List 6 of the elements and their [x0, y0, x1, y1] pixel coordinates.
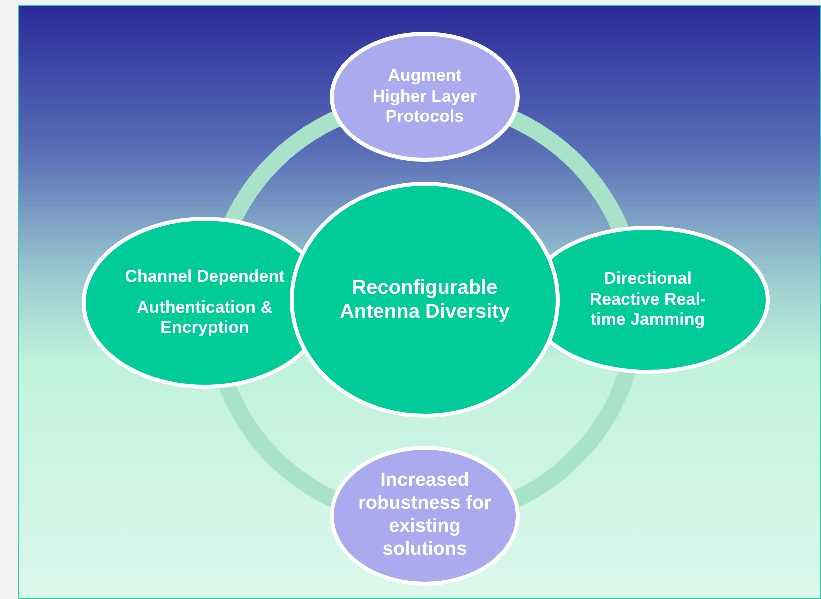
node-label: Authentication & Encryption: [136, 298, 274, 339]
node-label: Reconfigurable Antenna Diversity: [338, 276, 512, 324]
node-label: Augment Higher Layer Protocols: [372, 66, 478, 128]
node-heading: Channel Dependent: [124, 267, 286, 288]
node-label: Directional Reactive Real-time Jamming: [588, 269, 708, 331]
node-label: Increased robustness for existing solutions: [357, 470, 493, 562]
